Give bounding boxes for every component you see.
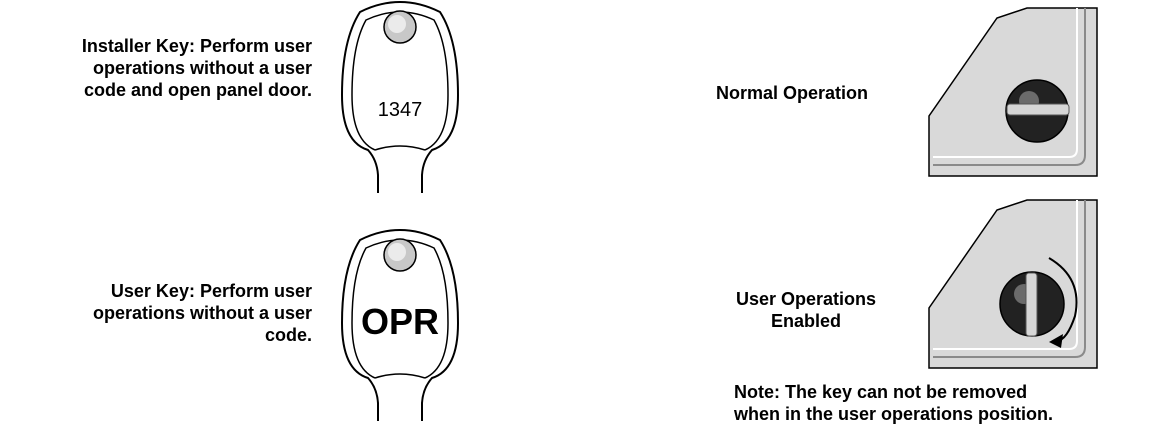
user-key-label: OPR — [361, 301, 439, 342]
user-operations-note-line-1: Note: The key can not be removed — [734, 382, 1028, 402]
user-operations-label-line-2: Enabled — [770, 311, 841, 331]
user-operations-label: User Operations Enabled — [696, 288, 916, 332]
user-key-illustration: OPR — [340, 229, 460, 421]
installer-key-description: Installer Key: Perform user operations w… — [0, 35, 312, 101]
user-key-description-line-3: code. — [264, 325, 312, 345]
key-horizontal-icon — [1006, 103, 1070, 116]
user-key-description-line-2: operations without a user — [92, 303, 312, 323]
installer-key-neck-line — [374, 145, 426, 151]
installer-key-outline — [340, 1, 460, 193]
key-vertical-icon — [1025, 272, 1038, 337]
user-key-hole-highlight — [388, 243, 406, 261]
installer-key-illustration: 1347 — [340, 1, 460, 193]
panel-bevel-inner — [933, 200, 1078, 350]
user-key-description: User Key: Perform user operations withou… — [0, 280, 312, 346]
rotation-arrow-icon — [1048, 257, 1078, 342]
user-operations-panel — [928, 199, 1098, 369]
panel-bevel-outer — [933, 8, 1086, 166]
rotation-arrowhead-icon — [1049, 334, 1063, 348]
user-operations-note: Note: The key can not be removed when in… — [734, 381, 1158, 425]
installer-key-hole-highlight — [388, 15, 406, 33]
user-operations-label-line-1: User Operations — [735, 289, 877, 309]
installer-key-description-line-1: Installer Key: Perform user — [81, 36, 312, 56]
normal-operation-panel — [928, 7, 1098, 177]
user-key-outline — [340, 229, 460, 421]
installer-key-description-line-3: code and open panel door. — [83, 80, 312, 100]
installer-key-description-line-2: operations without a user — [92, 58, 312, 78]
panel-bevel-outer — [933, 200, 1086, 358]
user-key-description-line-1: User Key: Perform user — [110, 281, 312, 301]
normal-operation-label: Normal Operation — [716, 83, 869, 103]
user-key-neck-line — [374, 373, 426, 379]
panel-bevel-inner — [933, 8, 1078, 158]
installer-key-code: 1347 — [378, 99, 423, 121]
user-operations-note-line-2: when in the user operations position. — [734, 404, 1054, 424]
